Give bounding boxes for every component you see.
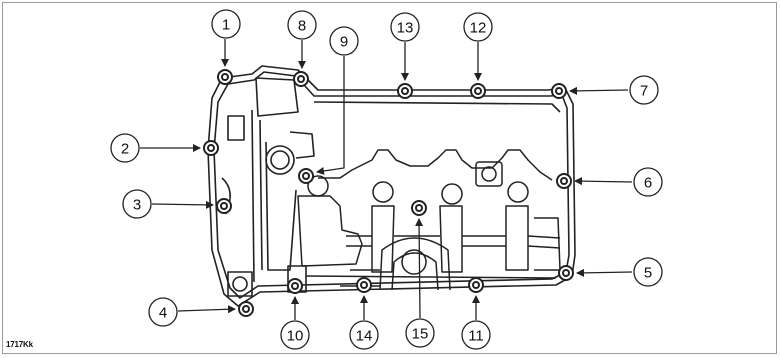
callout-label-12: 12 <box>470 20 487 37</box>
callout-2: 2 <box>110 133 140 163</box>
bolt-13 <box>397 83 413 99</box>
callout-label-10: 10 <box>287 328 304 345</box>
bolt-1 <box>217 69 233 85</box>
callout-label-4: 4 <box>159 305 167 322</box>
callout-label-3: 3 <box>133 197 141 214</box>
bolt-8 <box>293 71 309 87</box>
bolt-15 <box>411 200 427 216</box>
bolt-6 <box>556 173 572 189</box>
callout-15: 15 <box>405 318 435 348</box>
callout-13: 13 <box>390 12 420 42</box>
callout-label-7: 7 <box>640 83 648 100</box>
leader-7 <box>569 86 629 95</box>
callout-6: 6 <box>633 167 663 197</box>
callout-12: 12 <box>463 12 493 42</box>
callout-7: 7 <box>629 75 659 105</box>
leader-15 <box>415 218 424 319</box>
figure-border <box>2 2 777 354</box>
bolt-10 <box>287 278 303 294</box>
callout-label-11: 11 <box>468 328 484 345</box>
bolt-4 <box>238 301 254 317</box>
callout-4: 4 <box>148 297 178 327</box>
bolt-3 <box>216 198 232 214</box>
callout-leaders <box>140 39 633 320</box>
callout-label-15: 15 <box>412 326 429 343</box>
leader-9 <box>316 56 345 175</box>
bolt-12 <box>470 83 486 99</box>
callout-3: 3 <box>122 189 152 219</box>
callout-label-13: 13 <box>397 20 414 37</box>
callout-markers: 1 2 3 4 5 6 7 <box>110 9 663 350</box>
inner-baffle <box>297 149 561 291</box>
bolt-11 <box>468 277 484 293</box>
callout-label-6: 6 <box>644 175 652 192</box>
callout-9: 9 <box>329 26 359 56</box>
bolt-2 <box>203 140 219 156</box>
bolt-7 <box>551 83 567 99</box>
leader-6 <box>574 177 633 186</box>
callout-1: 1 <box>211 9 241 39</box>
leader-4 <box>177 305 236 314</box>
callout-11: 11 <box>461 320 491 350</box>
bolt-14 <box>356 277 372 293</box>
callout-label-2: 2 <box>121 141 129 158</box>
figure-reference-code: 1717Kk <box>6 340 33 349</box>
bolt-5 <box>558 265 574 281</box>
callout-8: 8 <box>287 10 317 40</box>
bolt-group <box>203 69 574 317</box>
callout-label-9: 9 <box>340 34 348 51</box>
callout-14: 14 <box>349 320 379 350</box>
callout-label-8: 8 <box>298 18 306 35</box>
leader-3 <box>151 200 214 209</box>
callout-10: 10 <box>280 320 310 350</box>
leader-5 <box>576 268 633 277</box>
callout-label-5: 5 <box>644 265 652 282</box>
bolt-9 <box>298 168 314 184</box>
callout-5: 5 <box>633 257 663 287</box>
callout-label-14: 14 <box>356 328 373 345</box>
callout-label-1: 1 <box>222 17 230 34</box>
